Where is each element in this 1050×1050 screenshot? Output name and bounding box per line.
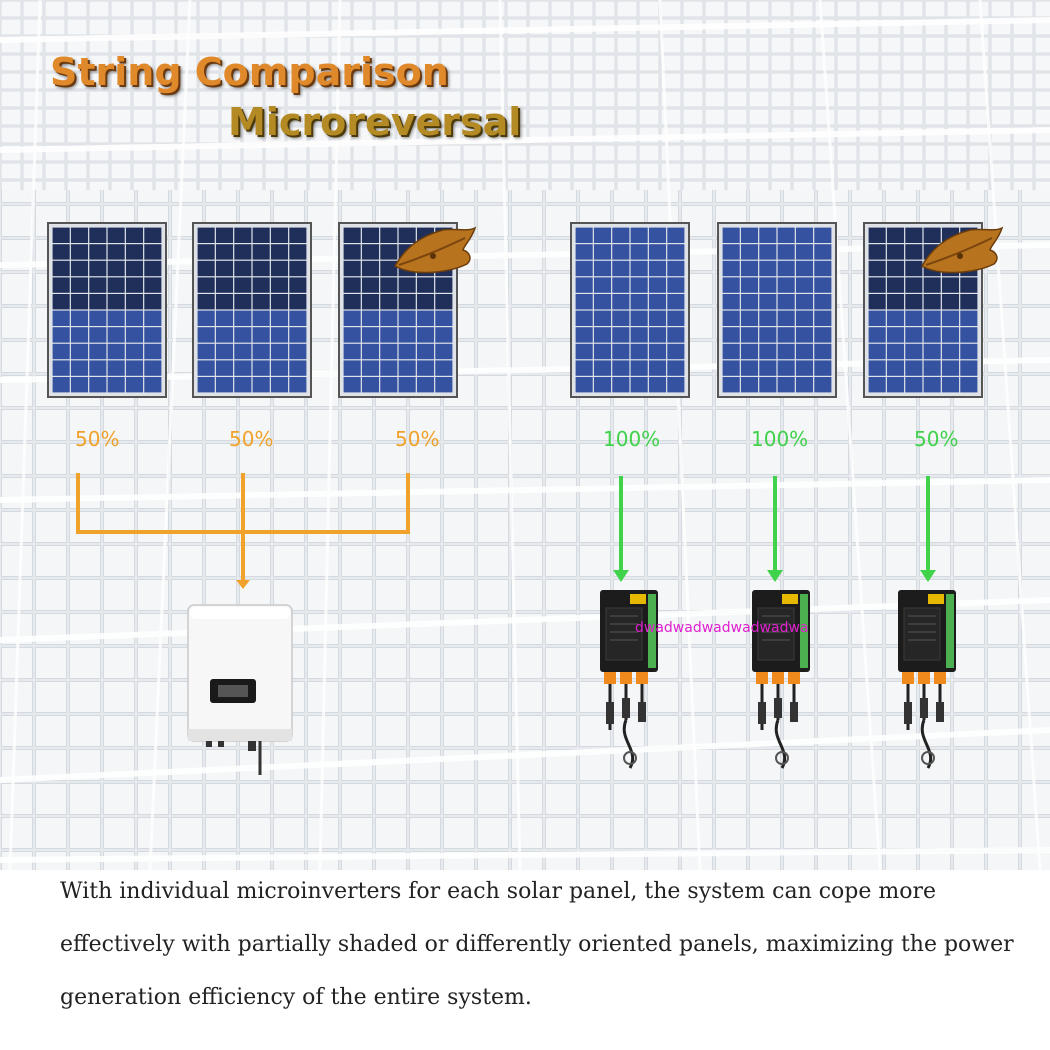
string-pct-2: 50% [229, 427, 274, 451]
watermark-text: dwadwadwadwadwadwa [635, 620, 809, 636]
string-pct-1: 50% [75, 427, 120, 451]
micro-pct-3: 50% [914, 427, 959, 451]
solar-array-background [0, 0, 1050, 870]
micro-pct-1: 100% [603, 427, 661, 451]
title-microreversal: Microreversal [228, 100, 522, 144]
description-box: With individual microinverters for each … [0, 870, 1050, 1050]
title-string-comparison: String Comparison [50, 50, 449, 94]
description-text: With individual microinverters for each … [60, 879, 1014, 1010]
micro-pct-2: 100% [751, 427, 809, 451]
string-pct-3: 50% [395, 427, 440, 451]
